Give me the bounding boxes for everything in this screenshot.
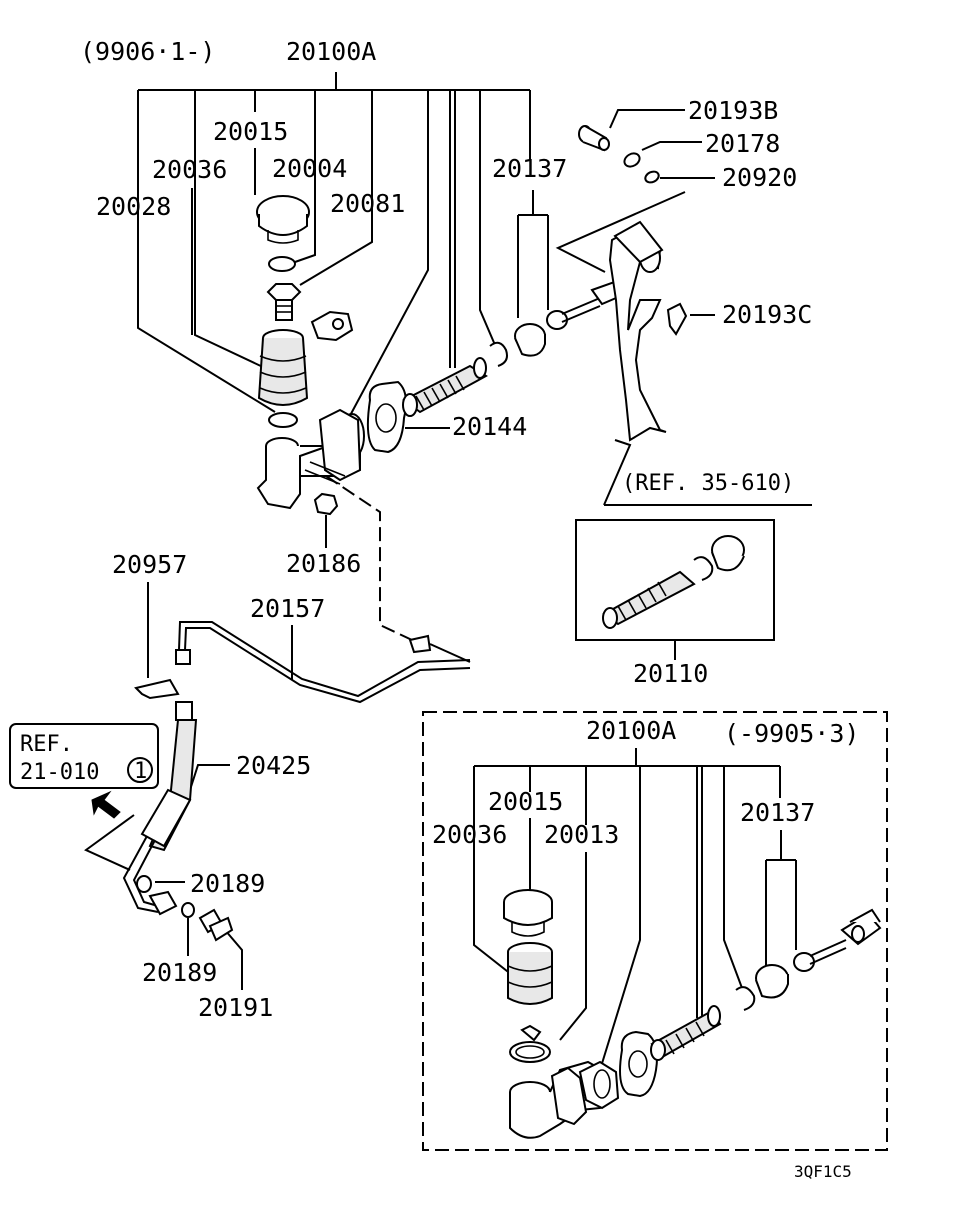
- pedal-part-20178: 20178: [705, 129, 780, 158]
- lower-part-20137: 20137: [740, 798, 815, 827]
- nut-20186: [313, 492, 339, 548]
- ref-arrow-icon: [84, 790, 135, 871]
- piston-assembly-upper: [402, 357, 488, 417]
- lower-part-20100A: 20100A: [586, 716, 676, 745]
- upper-part-20081: 20081: [330, 189, 405, 218]
- upper-part-20036: 20036: [152, 155, 227, 184]
- clip-20957: [134, 678, 180, 700]
- lower-master-cylinder-body: [509, 1060, 620, 1139]
- hose-part-20157: 20157: [250, 594, 325, 623]
- hose-20425: [122, 701, 198, 916]
- clutch-pedal-arm: [608, 220, 667, 442]
- lower-assembly-box: [422, 711, 888, 1151]
- upper-part-20144: 20144: [452, 412, 527, 441]
- ref-line-1: REF.: [20, 732, 73, 757]
- lower-part-20036: 20036: [432, 820, 507, 849]
- lower-snap-ring: [735, 986, 756, 1011]
- washer-20178: [623, 152, 641, 168]
- pin-20193B: [578, 125, 610, 152]
- hose-part-20191: 20191: [198, 993, 273, 1022]
- ref-circle: [127, 757, 153, 783]
- reservoir-cap: [256, 195, 310, 244]
- upper-part-20004: 20004: [272, 154, 347, 183]
- lower-boot-20036: [507, 942, 553, 1005]
- pedal-part-20193B: 20193B: [688, 96, 778, 125]
- bolt-20191: [198, 908, 234, 942]
- lower-boot-20137: [755, 964, 789, 999]
- upper-part-20186: 20186: [286, 549, 361, 578]
- boot-20137-upper: [514, 323, 546, 357]
- strainer-20081: [266, 283, 302, 321]
- hose-part-20425: 20425: [236, 751, 311, 780]
- lower-push-rod: [793, 908, 882, 972]
- clip-fitting: [310, 310, 354, 342]
- kit-part-20110: 20110: [633, 659, 708, 688]
- hose-leaders: [147, 475, 413, 990]
- hose-part-20957: 20957: [112, 550, 187, 579]
- lower-part-20013: 20013: [544, 820, 619, 849]
- diagram-code: 3QF1C5: [794, 1162, 852, 1181]
- clip-20193C: [666, 302, 688, 336]
- pedal-ref: (REF. 35-610): [622, 471, 794, 496]
- lower-part-20015: 20015: [488, 787, 563, 816]
- lower-gasket: [619, 1030, 658, 1098]
- reservoir-boot-20036: [257, 329, 309, 406]
- ref-line-2: 21-010: [20, 760, 99, 785]
- lower-cap-20015: [503, 889, 553, 937]
- gasket-20144: [366, 380, 407, 454]
- upper-part-20100A: 20100A: [286, 37, 376, 66]
- lower-date-range: (-9905·3): [724, 719, 859, 748]
- pedal-leaders: [555, 109, 812, 506]
- seal-20004: [268, 256, 296, 272]
- lower-piston-assembly: [650, 1005, 722, 1061]
- ref-box: [9, 723, 159, 789]
- ring-20920: [644, 170, 660, 184]
- upper-part-20028: 20028: [96, 192, 171, 221]
- upper-part-20015: 20015: [213, 117, 288, 146]
- pedal-part-20920: 20920: [722, 163, 797, 192]
- clamp-20013: [509, 1024, 551, 1063]
- upper-leader-lines: [137, 72, 549, 429]
- hose-part-20189-a: 20189: [190, 869, 265, 898]
- o-ring-20028: [268, 412, 298, 428]
- pipe-20157: [175, 621, 471, 704]
- washer-20189: [181, 902, 195, 918]
- master-cylinder-body: [256, 408, 365, 510]
- snap-ring-upper: [489, 341, 508, 367]
- hose-part-20189-b: 20189: [142, 958, 217, 987]
- lower-leaders: [473, 748, 797, 1071]
- kit-contents: [602, 535, 745, 629]
- upper-date-range: (9906·1-): [80, 37, 215, 66]
- ref-circle-number: 1: [134, 759, 147, 784]
- pedal-part-20193C: 20193C: [722, 300, 812, 329]
